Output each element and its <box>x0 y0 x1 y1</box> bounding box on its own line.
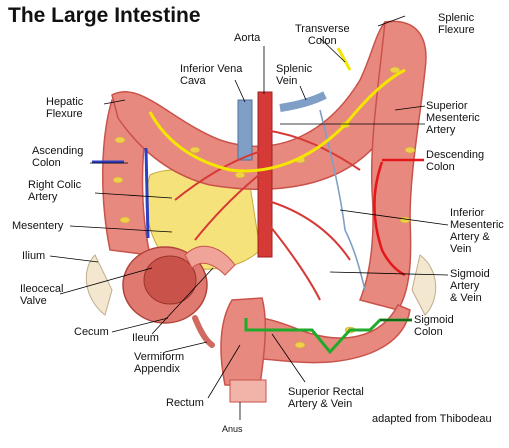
label-vermiform-appendix: Vermiform Appendix <box>134 351 185 375</box>
inferior-vena-cava-shape <box>237 99 253 161</box>
ilium-bone-right <box>411 254 437 316</box>
label-aorta: Aorta <box>234 32 261 44</box>
label-sigmoid-artery-vein: Sigmoid Artery & Vein <box>450 268 490 304</box>
label-inferior-vena-cava: Inferior Vena Cava <box>180 63 243 87</box>
fat-appendages <box>112 66 416 349</box>
label-hepatic-flexure: Hepatic Flexure <box>46 96 84 120</box>
label-rectum: Rectum <box>166 397 204 409</box>
label-inferior-mesenteric-artery-vein: Inferior Mesenteric Artery & Vein <box>450 207 504 255</box>
label-splenic-vein: Splenic Vein <box>276 63 313 87</box>
ilium-bone <box>85 254 113 316</box>
label-cecum: Cecum <box>74 326 109 338</box>
label-right-colic-artery: Right Colic Artery <box>28 179 82 203</box>
label-ascending-colon: Ascending Colon <box>32 145 84 169</box>
label-transverse-colon: Transverse Colon <box>295 23 350 47</box>
red-marker-line <box>373 161 406 277</box>
label-descending-colon: Descending Colon <box>426 149 485 173</box>
rectum-shape <box>220 297 267 386</box>
label-superior-rectal-artery-vein: Superior Rectal Artery & Vein <box>288 386 364 410</box>
page-title: The Large Intestine <box>8 4 201 27</box>
vein-branches <box>319 109 366 291</box>
ileum-shape <box>184 245 236 276</box>
anal-canal-shape <box>229 379 267 403</box>
credit-text: adapted from Thibodeau <box>372 413 492 425</box>
label-sigmoid-colon: Sigmoid Colon <box>414 314 454 338</box>
yellow-marker-tick <box>336 47 352 71</box>
label-ileocecal-valve: Ileocecal Valve <box>20 283 64 307</box>
label-ilium: Ilium <box>22 250 46 262</box>
artery-branches <box>174 129 361 301</box>
label-anus: Anus <box>222 424 243 434</box>
label-superior-mesenteric-artery: Superior Mesenteric Artery <box>426 100 480 136</box>
label-mesentery: Mesentery <box>12 220 64 232</box>
green-marker-line <box>244 318 412 355</box>
blue-marker-line <box>144 147 150 239</box>
cecum-inner <box>143 255 197 305</box>
label-ileum: Ileum <box>132 332 159 344</box>
splenic-vein-shape <box>279 91 327 112</box>
leader-lines <box>49 15 449 420</box>
appendix-shape <box>192 315 215 348</box>
descending-colon-shape <box>358 20 427 311</box>
yellow-marker-line <box>148 68 406 173</box>
label-splenic-flexure: Splenic Flexure <box>438 12 475 36</box>
